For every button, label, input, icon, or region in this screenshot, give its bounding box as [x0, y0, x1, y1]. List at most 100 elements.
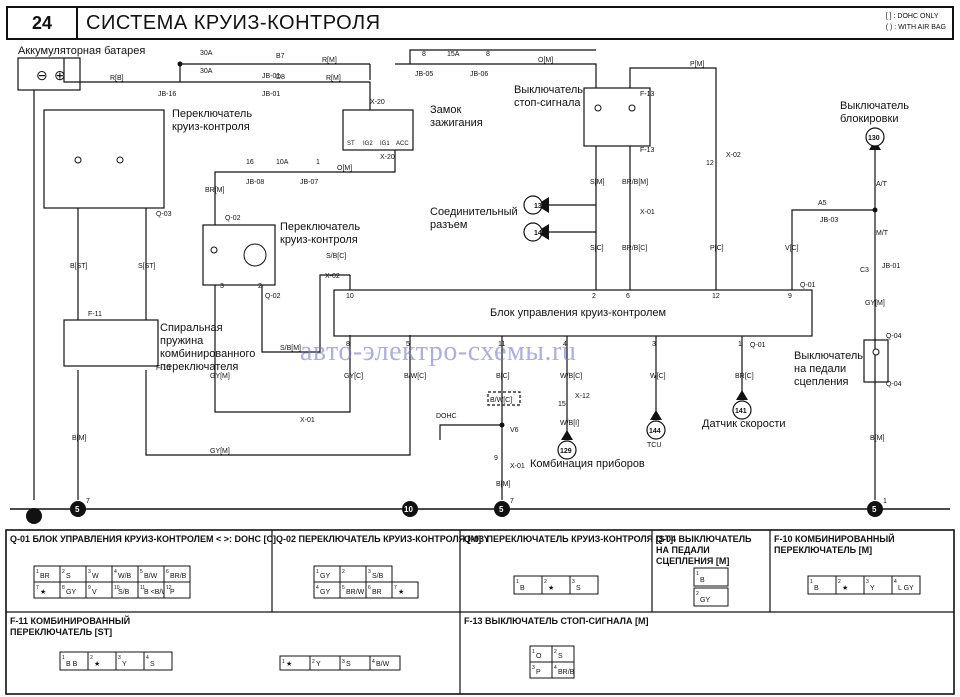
battery-box: [17, 57, 81, 91]
r-jb03: JB-03: [820, 217, 838, 224]
r-q03: Q-03: [156, 211, 172, 218]
w-om1: O[M]: [538, 57, 553, 64]
g5: 5: [872, 505, 877, 514]
r-jb07: JB-07: [300, 179, 318, 186]
q03-row-num: 2: [544, 579, 547, 585]
f10-row-num: 4: [894, 579, 897, 585]
r-q01b: Q-01: [750, 342, 766, 349]
mid-switch-lamp: [243, 243, 267, 267]
r-n9: 9: [494, 455, 498, 462]
q03-row-num: 3: [572, 579, 575, 585]
f11-row-num: 4: [146, 655, 149, 661]
mid-switch-box: [202, 224, 276, 286]
r-x02b: X-02: [726, 152, 741, 159]
page-number: 24: [8, 8, 78, 38]
wire-gym-mid: [214, 285, 351, 413]
fuse-3: 15A: [447, 51, 460, 58]
f11-row-wire: S: [150, 661, 155, 668]
ecu-pin-bottom: 1: [738, 341, 742, 348]
junction-2: [872, 207, 878, 213]
q01-row2-num: 9: [88, 585, 91, 591]
wire-vc: [791, 209, 875, 275]
q04-top-wire: B: [700, 577, 705, 584]
w-sm: S[M]: [590, 179, 604, 186]
f10-row-wire: L GY: [898, 585, 914, 592]
ecu-pin-bottom: 11: [498, 341, 505, 348]
panel-f11-title: F-11 КОМБИНИРОВАННЫЙ ПЕРЕКЛЮЧАТЕЛЬ [ST]: [10, 616, 131, 637]
f11-row-wire: ★: [94, 660, 100, 668]
r-n3: 3: [220, 283, 224, 290]
q02-row2-wire: ★: [398, 588, 404, 596]
panel-q04-title: Q-04 ВЫКЛЮЧАТЕЛЬ НА ПЕДАЛИ СЦЕПЛЕНИЯ [M]: [656, 534, 752, 566]
ground-car-icon: [26, 508, 42, 524]
w-bm1: B[M]: [72, 435, 86, 442]
w-bwc: B/W[C]: [404, 373, 426, 380]
ref-circle-129: [557, 440, 577, 460]
mid-switch-contact: [210, 246, 218, 254]
r-n7b: 7: [510, 498, 514, 505]
f11-row-wire: B B: [66, 661, 78, 668]
left-switch-box: [43, 109, 165, 209]
r-q01a: Q-01: [800, 282, 816, 289]
f13-top-wire: O: [536, 653, 542, 660]
ref-circle-140: [523, 222, 543, 242]
ig-ig2: IG2: [363, 141, 373, 147]
f11-arc-num: 1: [282, 659, 285, 665]
watermark: авто-электро-схемы.ru: [300, 336, 577, 367]
r-n1b: 1: [883, 498, 887, 505]
q01-row2-wire: S/B: [118, 589, 130, 596]
f10-row-wire: B: [814, 585, 819, 592]
q01-row1-wire: W: [92, 573, 99, 580]
junction-1: [177, 61, 183, 67]
wire-gym-bottom: [145, 335, 411, 456]
q01-row2-wire: B <B/W>: [144, 589, 172, 596]
w-bst: B[ST]: [70, 263, 88, 270]
clutch-switch-label: Выключатель на педали сцепления: [794, 350, 864, 388]
r-n15: 15: [558, 401, 566, 408]
r-f10: F-10: [156, 365, 171, 372]
panel-q03-title: Q-03 ПЕРЕКЛЮЧАТЕЛЬ КРУИЗ-КОНТРОЛЯ [ST]: [464, 534, 674, 544]
legend-dohc: : DOHC ONLY: [893, 13, 939, 20]
r-jb01a: JB-01: [262, 73, 280, 80]
f13-top-num: 2: [554, 649, 557, 655]
q01-row1-wire: BR/B: [170, 573, 187, 580]
legend-dohc-box: [ ]: [885, 13, 892, 20]
q01-row1-wire: B/W: [144, 573, 158, 580]
f11-row-num: 2: [90, 655, 93, 661]
q04-top: [693, 567, 729, 587]
ig-ig1: IG1: [380, 141, 390, 147]
w-gym3: GY[M]: [865, 300, 885, 307]
r-b7: B7: [276, 53, 285, 60]
w-brbm: BR/B[M]: [622, 179, 648, 186]
c141: 141: [735, 408, 747, 415]
r-jb16: JB-16: [158, 91, 176, 98]
q02-row1-wire: GY: [320, 573, 330, 580]
wire-sbm: [261, 274, 350, 353]
c129: 129: [560, 448, 572, 455]
ecu-pin-top: 2: [592, 293, 596, 300]
w-sbc: S/B[C]: [326, 253, 346, 260]
r-f13a: F-13: [640, 91, 655, 98]
w-bwc2: B/W[C]: [490, 397, 512, 404]
q01-row2-wire: P: [170, 589, 175, 596]
lbl-tcu: TCU: [647, 442, 661, 449]
ecu-pin-bottom: 8: [346, 341, 350, 348]
ecu-pin-bottom: 4: [563, 341, 567, 348]
r-a5: A5: [818, 200, 827, 207]
r-n12: 12: [706, 160, 714, 167]
r-f13b: F-13: [640, 147, 655, 154]
clock-spring-box: [63, 319, 159, 367]
q01-row2-num: 8: [62, 585, 65, 591]
panel-f13-title: F-13 ВЫКЛЮЧАТЕЛЬ СТОП-СИГНАЛА [M]: [464, 616, 649, 626]
left-switch-contact-2: [116, 156, 124, 164]
r-x01b: X-01: [300, 417, 315, 424]
battery-label: Аккумуляторная батарея: [18, 45, 146, 57]
q03-row-wire: ★: [548, 584, 554, 592]
w-pm: P[M]: [690, 61, 704, 68]
ground-3: [402, 501, 418, 517]
ref-circle-139: [523, 195, 543, 215]
w-rm1: R[M]: [322, 57, 337, 64]
q01-row2: [163, 581, 191, 599]
f11-arc-wire: Y: [316, 661, 321, 668]
